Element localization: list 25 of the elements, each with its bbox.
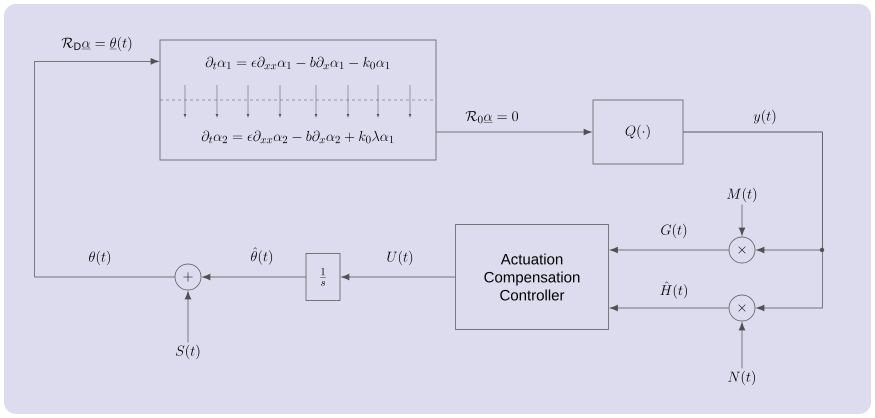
edge-label: $\hat{\theta}(t)$ <box>250 246 275 266</box>
arrow <box>738 204 746 236</box>
signal-label: $S(t)$ <box>176 344 200 360</box>
arrow <box>738 322 746 369</box>
signal-label: $N(t)$ <box>728 370 756 386</box>
function-box: $Q(\cdot)$ <box>592 100 684 164</box>
arrow <box>202 274 306 280</box>
edge-label: $y(t)$ <box>752 108 778 126</box>
arrow <box>436 128 592 136</box>
edge-label: $G(t)$ <box>659 222 689 240</box>
edge-label: $\hat{H}(t)$ <box>658 280 690 300</box>
equation-box: $\partial_t\alpha_1 = \epsilon\partial_{xx}\alpha_1 - b\partial_x\alpha_1 - k_0\alpha_1$ $\partial_t\alpha_2 = \epsilon\partial_{xx}\alpha_2 - b\partial_x\alpha_2 + k_0\lambda\alpha_1$ <box>160 40 436 160</box>
signal-label: $M(t)$ <box>727 188 756 202</box>
edge-label: $U(t)$ <box>385 250 415 266</box>
integrator-box: $\frac{1}{s}$ <box>306 253 340 301</box>
arrow <box>610 304 729 312</box>
edge-label: $\theta(t)$ <box>88 250 112 266</box>
arrow <box>610 246 729 254</box>
edge-label: $\mathcal{R}_0\underline{\alpha} = 0$ <box>464 110 520 124</box>
controller-box: Actuation Compensation Controller <box>455 224 609 330</box>
signal-label: $\mathcal{R}_{\mathrm{D}}\underline{\alpha} = \underline{\theta}(t)$ <box>60 36 134 52</box>
arrow <box>184 291 192 343</box>
arrow <box>34 58 175 278</box>
arrow <box>341 274 456 280</box>
arrow <box>683 132 823 312</box>
